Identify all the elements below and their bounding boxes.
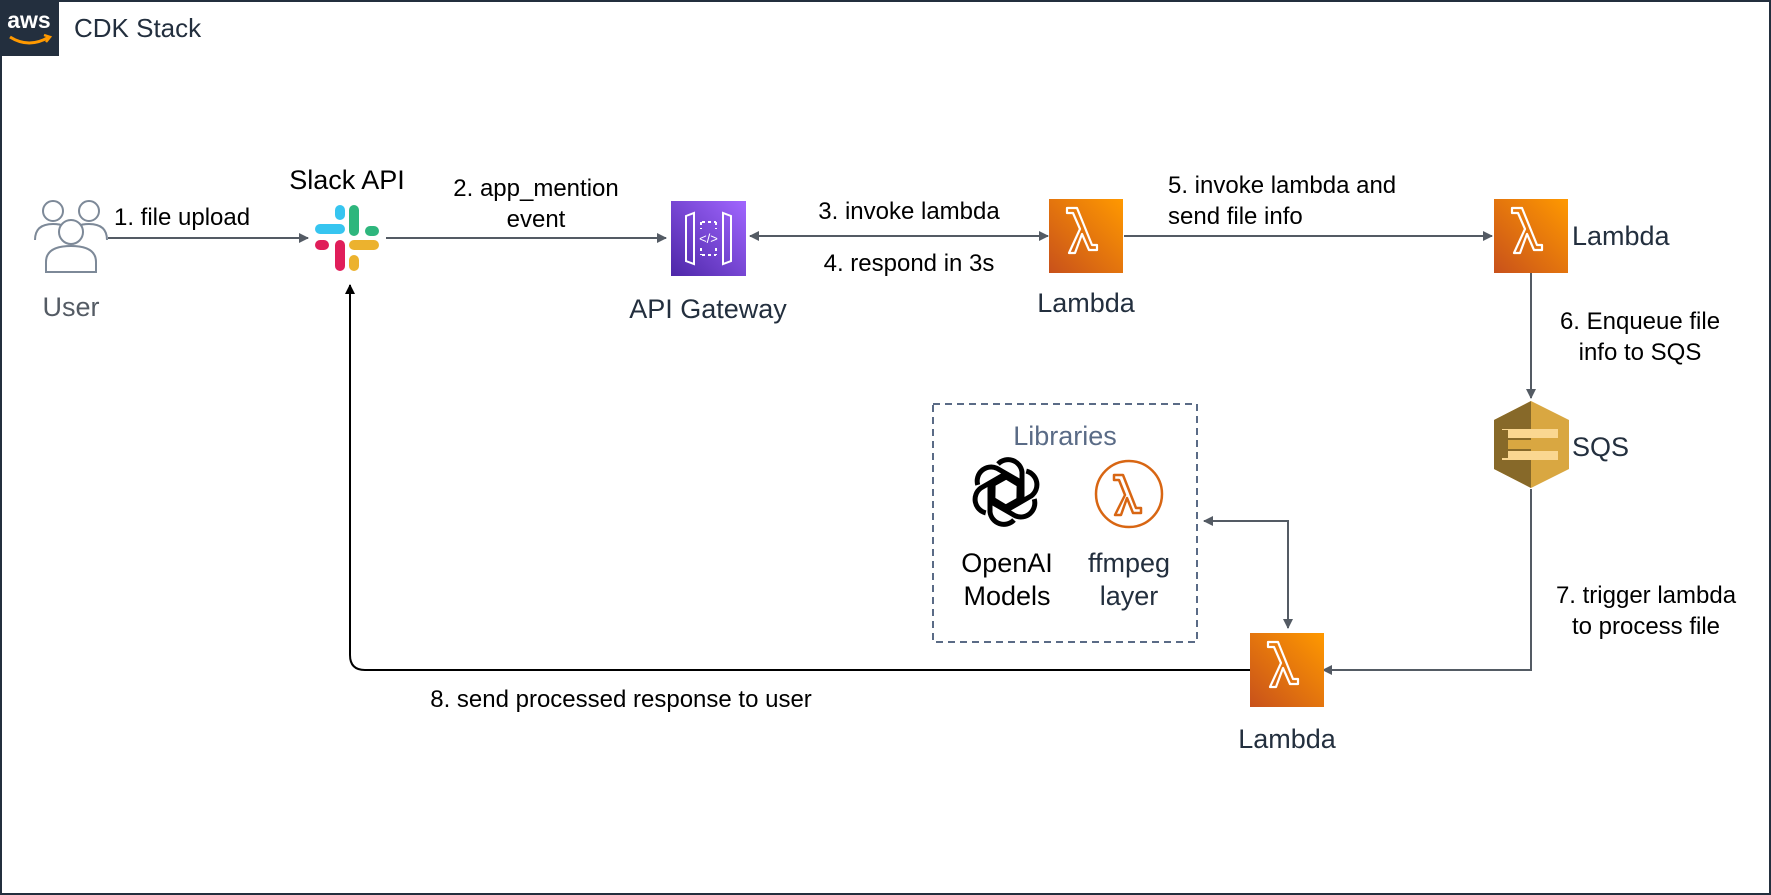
slack-logo-icon bbox=[315, 205, 379, 271]
slack-label: Slack API bbox=[289, 165, 405, 195]
label-trigger-2: to process file bbox=[1572, 613, 1720, 640]
lambda-layer-icon bbox=[1094, 459, 1164, 529]
label-invoke-send-2: send file info bbox=[1168, 203, 1303, 230]
libraries-group bbox=[932, 403, 1198, 643]
stack-title: CDK Stack bbox=[74, 13, 202, 43]
lambda-1-label: Lambda bbox=[1037, 288, 1136, 318]
label-invoke-send-1: 5. invoke lambda and bbox=[1168, 172, 1396, 199]
openai-label-2: Models bbox=[963, 581, 1050, 611]
svg-text:</>: </> bbox=[699, 231, 718, 246]
label-send-response: 8. send processed response to user bbox=[430, 686, 812, 713]
edge-send-response bbox=[345, 284, 1250, 671]
users-icon bbox=[34, 200, 108, 273]
edge-libraries-lambda bbox=[1203, 516, 1293, 629]
label-trigger-1: 7. trigger lambda bbox=[1556, 582, 1737, 609]
lambda-icon bbox=[1049, 199, 1123, 273]
sqs-label: SQS bbox=[1572, 432, 1629, 462]
label-enqueue-1: 6. Enqueue file bbox=[1560, 308, 1720, 335]
user-label: User bbox=[42, 292, 99, 322]
libraries-title: Libraries bbox=[1013, 421, 1117, 451]
edge-trigger-lambda bbox=[1322, 489, 1532, 675]
label-respond-3s: 4. respond in 3s bbox=[824, 250, 995, 277]
label-app-mention-1: 2. app_mention bbox=[453, 175, 618, 202]
openai-label-1: OpenAI bbox=[961, 548, 1053, 578]
label-app-mention-2: event bbox=[507, 206, 566, 233]
lambda-3-label: Lambda bbox=[1238, 724, 1337, 754]
api-gateway-label: API Gateway bbox=[629, 294, 787, 324]
sqs-icon bbox=[1494, 401, 1569, 488]
ffmpeg-label-1: ffmpeg bbox=[1088, 548, 1170, 578]
label-file-upload: 1. file upload bbox=[114, 204, 250, 231]
ffmpeg-label-2: layer bbox=[1100, 581, 1159, 611]
label-invoke-lambda: 3. invoke lambda bbox=[818, 198, 1000, 225]
aws-logo-text: aws bbox=[7, 7, 50, 33]
lambda-icon bbox=[1494, 199, 1568, 273]
aws-logo-icon: aws bbox=[0, 0, 59, 56]
api-gateway-icon: </> bbox=[671, 201, 746, 276]
label-enqueue-2: info to SQS bbox=[1579, 339, 1702, 366]
lambda-icon bbox=[1250, 633, 1324, 707]
lambda-2-label: Lambda bbox=[1572, 221, 1671, 251]
openai-logo-icon bbox=[970, 457, 1042, 525]
